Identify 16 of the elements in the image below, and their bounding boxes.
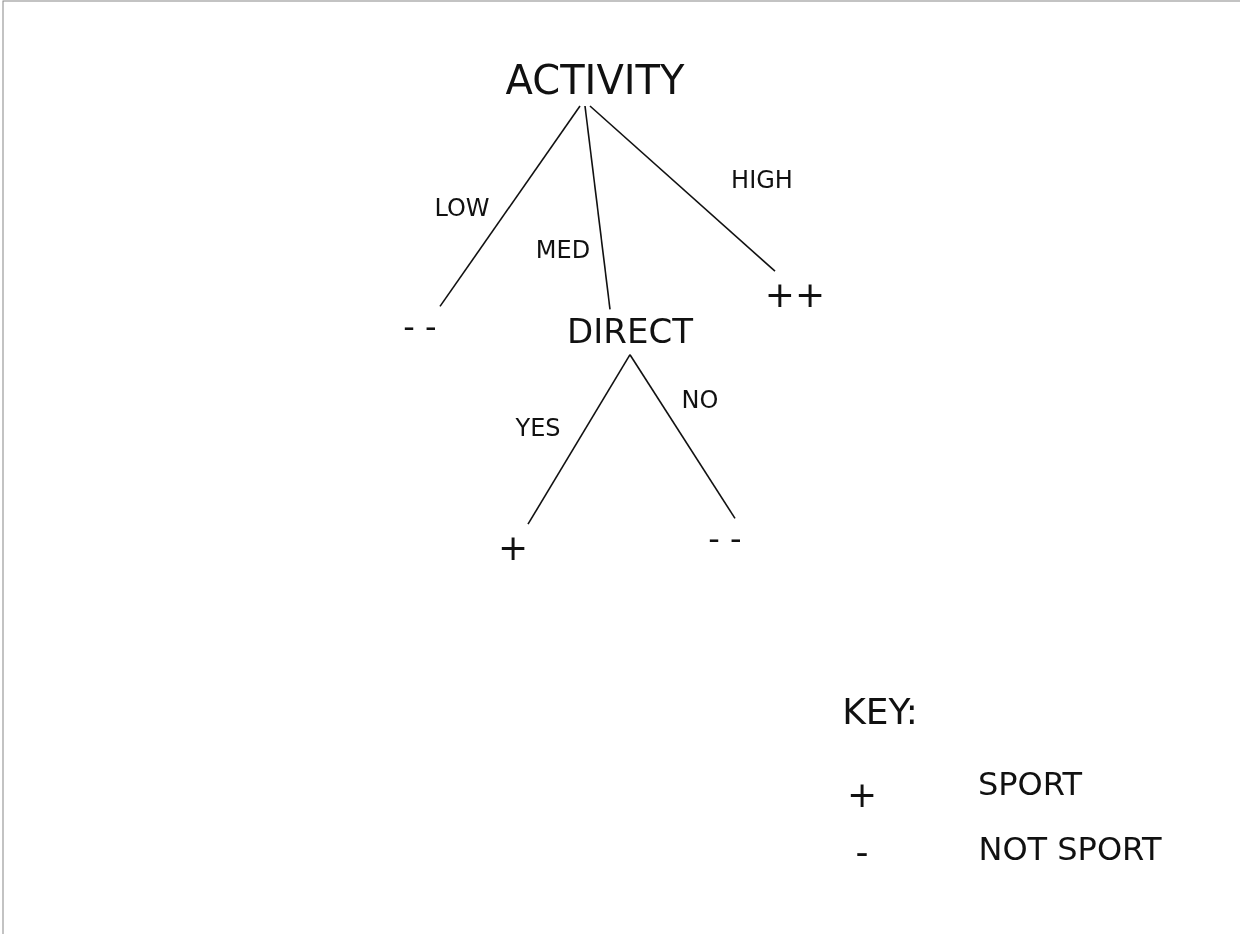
node-label: - -: [708, 522, 742, 558]
branch-line: [629, 353, 736, 520]
key-heading: KEY:: [842, 692, 918, 732]
branch-line: [527, 353, 631, 525]
key-text: NOT SPORT: [978, 832, 1162, 868]
key-text: +: [846, 775, 878, 815]
branch-line: [589, 105, 776, 272]
key-text: -: [855, 832, 869, 872]
branch-line: [439, 105, 581, 308]
branch-line: [584, 105, 611, 311]
node-label: - -: [403, 310, 437, 346]
key-text: SPORT: [977, 767, 1083, 803]
node-label: ++: [764, 275, 826, 315]
node-label: +: [497, 528, 529, 568]
node-label: DIRECT: [567, 313, 693, 351]
node-label: ACTIVITY: [505, 58, 685, 102]
